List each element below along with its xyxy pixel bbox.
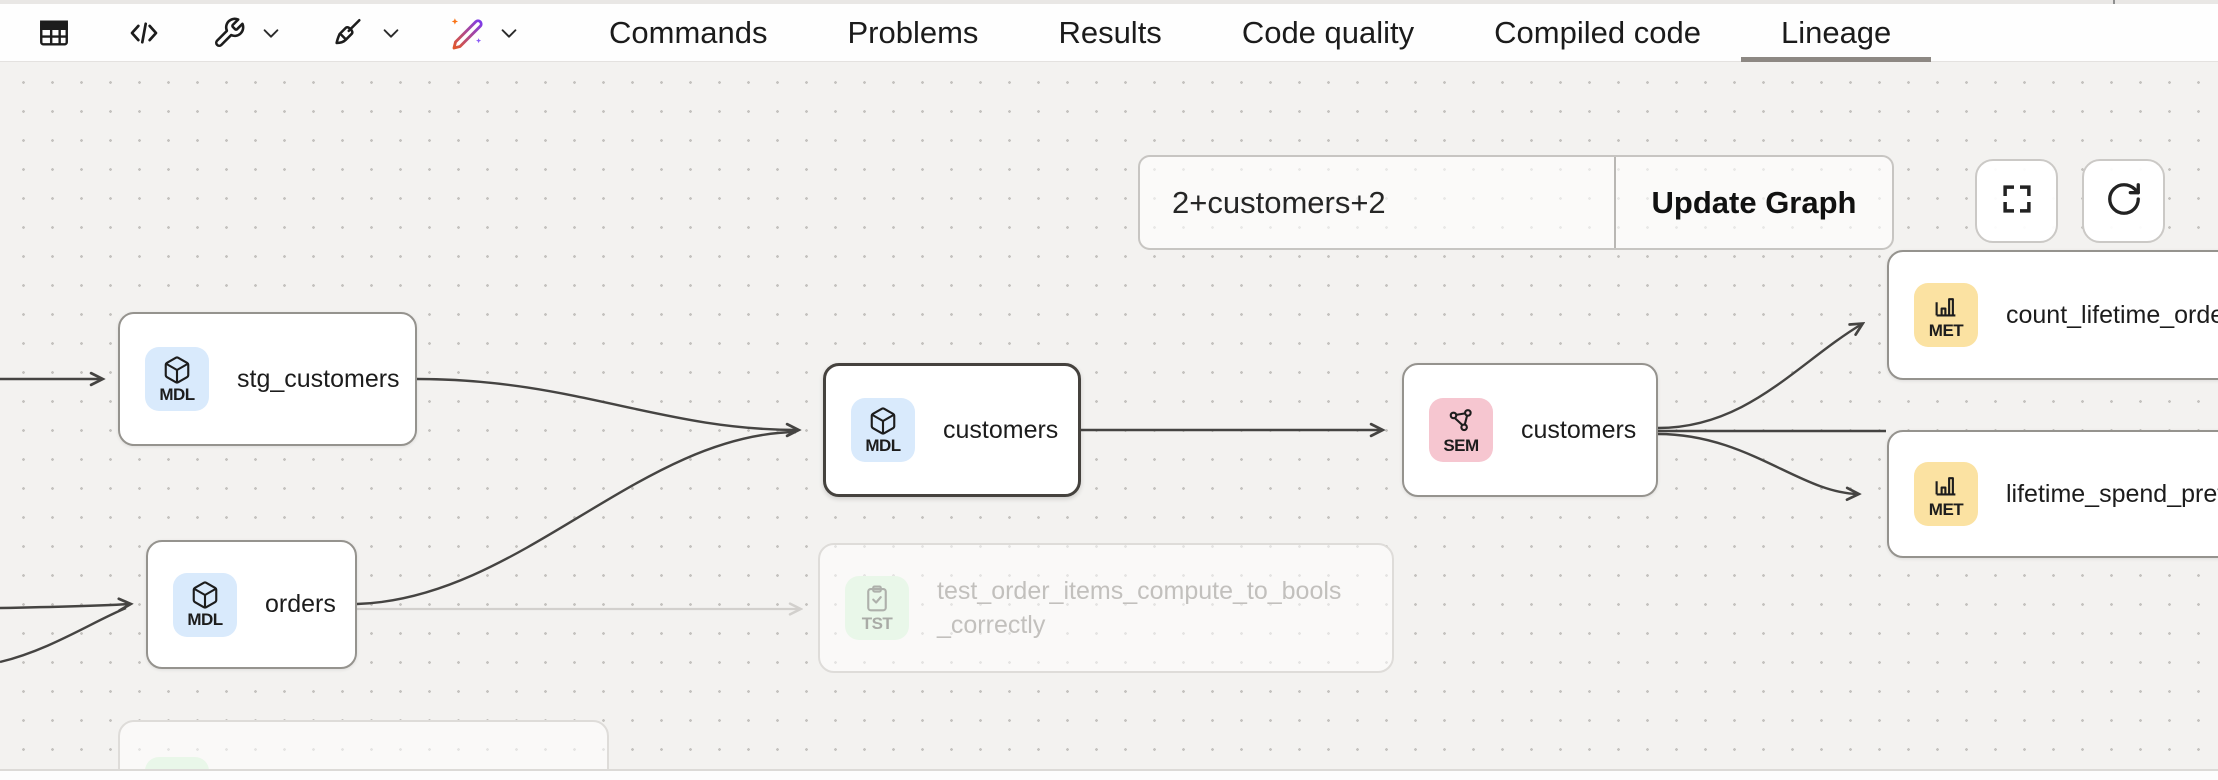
node-label: lifetime_spend_pretax (2006, 479, 2218, 508)
fullscreen-icon (1998, 180, 2036, 223)
selector-value: 2+customers+2 (1172, 184, 1386, 220)
node-lifetime-spend-pretax[interactable]: MET lifetime_spend_pretax (1887, 430, 2218, 558)
panel-divider (2113, 0, 2115, 4)
table-view-button[interactable] (37, 4, 71, 62)
cube-icon (870, 406, 896, 435)
model-badge: MDL (173, 572, 237, 637)
node-test-partial[interactable] (118, 720, 609, 769)
lineage-edges (0, 62, 1886, 664)
model-badge: MDL (851, 398, 915, 462)
node-test-order-items[interactable]: TST test_order_items_compute_to_bools _c… (818, 543, 1394, 673)
lineage-canvas[interactable]: 2+customers+2 Update Graph (0, 62, 2218, 769)
node-stg-customers[interactable]: MDL stg_customers (118, 312, 417, 446)
chevron-down-icon (498, 22, 520, 44)
node-label: test_order_items_compute_to_bools _corre… (937, 577, 1342, 639)
tab-lineage[interactable]: Lineage (1740, 4, 1932, 62)
tab-results[interactable]: Results (1058, 15, 1162, 50)
node-count-lifetime-orders[interactable]: MET count_lifetime_orders (1887, 250, 2218, 380)
cube-icon (192, 581, 218, 609)
node-label: orders (265, 590, 336, 618)
magic-pencil-icon (448, 15, 484, 51)
toolbar-tabbar: Commands Problems Results Code quality C… (0, 4, 2218, 62)
model-badge: MDL (145, 347, 209, 411)
code-icon (126, 16, 162, 50)
table-icon (37, 16, 71, 50)
metric-badge: MET (1914, 283, 1978, 347)
test-badge: TST (845, 576, 909, 640)
metric-badge: MET (1914, 462, 1978, 526)
test-badge (145, 757, 209, 769)
tab-code-quality[interactable]: Code quality (1241, 15, 1415, 50)
ai-actions-dropdown[interactable] (448, 4, 520, 62)
chevron-down-icon (380, 22, 402, 44)
network-icon (1449, 408, 1472, 431)
fullscreen-button[interactable] (1975, 159, 2058, 243)
broom-icon (330, 16, 366, 50)
bar-chart-icon (1935, 476, 1956, 495)
node-label: count_lifetime_orders (2006, 300, 2218, 329)
node-customers-semantic[interactable]: SEM customers (1402, 363, 1658, 497)
node-orders[interactable]: MDL orders (146, 540, 357, 669)
node-label: customers (1521, 415, 1637, 444)
tab-problems[interactable]: Problems (847, 15, 979, 50)
chevron-down-icon (260, 22, 282, 44)
bar-chart-icon (1935, 297, 1956, 316)
node-customers-model[interactable]: MDL customers (823, 363, 1081, 497)
window-top-edge (0, 0, 2218, 4)
node-label: stg_customers (237, 364, 400, 393)
cleanup-dropdown[interactable] (330, 4, 402, 62)
wrench-icon (212, 16, 246, 50)
selector-input[interactable]: 2+customers+2 (1140, 157, 1616, 248)
cube-icon (164, 355, 190, 384)
refresh-button[interactable] (2082, 159, 2165, 243)
tab-compiled-code[interactable]: Compiled code (1494, 15, 1701, 50)
refresh-icon (2105, 180, 2143, 223)
active-tab-underline (1740, 57, 1932, 62)
lineage-selector-group: 2+customers+2 Update Graph (1138, 155, 1894, 250)
panel-bottom-edge (0, 769, 2218, 780)
tab-commands[interactable]: Commands (609, 15, 768, 50)
update-graph-button[interactable]: Update Graph (1616, 157, 1892, 248)
clipboard-check-icon (867, 584, 887, 611)
build-tools-dropdown[interactable] (212, 4, 282, 62)
semantic-model-badge: SEM (1429, 398, 1493, 462)
code-view-button[interactable] (126, 4, 162, 62)
node-label: customers (943, 415, 1059, 444)
tab-list: Commands Problems Results Code quality C… (609, 4, 1932, 62)
